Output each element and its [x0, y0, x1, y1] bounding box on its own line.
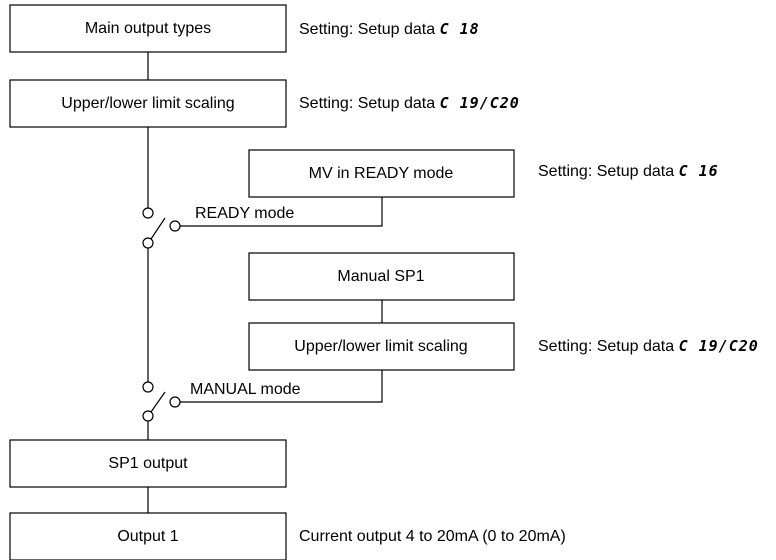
scaling-2-label: Upper/lower limit scaling — [294, 338, 467, 355]
scaling-1-note: Setting: Setup data C 19/C20 — [299, 93, 520, 114]
note-prefix: Setting: Setup data — [538, 163, 675, 180]
note-prefix: Setting: Setup data — [299, 95, 436, 112]
output-1-label: Output 1 — [117, 528, 178, 545]
manual-branch-line — [180, 370, 383, 403]
main-output-types-label: Main output types — [85, 20, 211, 37]
setup-code: C 16 — [678, 162, 719, 180]
scaling-2-note: Setting: Setup data C 19/C20 — [538, 336, 759, 357]
main-output-types-note: Setting: Setup data C 18 — [299, 19, 480, 40]
ready-mode-label: READY mode — [195, 205, 295, 222]
manual-mode-label: MANUAL mode — [190, 381, 301, 398]
ready-branch-line — [180, 197, 383, 227]
mv-ready-label: MV in READY mode — [309, 165, 454, 182]
ready-switch-contact-alt — [169, 220, 181, 232]
ready-switch-blade — [150, 217, 166, 240]
setup-code: C 19/C20 — [678, 337, 759, 355]
output-1-note: Current output 4 to 20mA (0 to 20mA) — [299, 528, 566, 545]
setup-code: C 18 — [439, 20, 480, 38]
note-prefix: Setting: Setup data — [538, 338, 675, 355]
manual-switch-contact-alt — [169, 396, 181, 408]
scaling-1-label: Upper/lower limit scaling — [61, 95, 234, 112]
sp1-output-label: SP1 output — [108, 455, 188, 472]
manual-switch-blade — [150, 391, 166, 413]
manual-switch-contact-bottom — [142, 410, 154, 422]
manual-sp1-label: Manual SP1 — [337, 268, 424, 285]
mv-ready-note: Setting: Setup data C 16 — [538, 161, 719, 182]
manual-switch-contact-top — [142, 381, 154, 393]
setup-code: C 19/C20 — [439, 94, 520, 112]
ready-switch-contact-bottom — [142, 237, 154, 249]
note-prefix: Setting: Setup data — [299, 21, 436, 38]
ready-switch-contact-top — [142, 207, 154, 219]
